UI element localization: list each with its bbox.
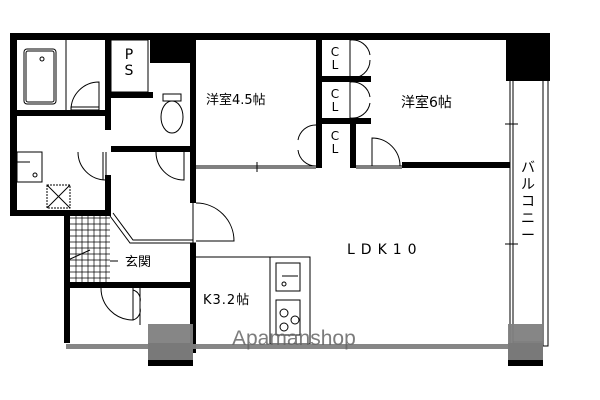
balcony-char: コ <box>521 194 535 210</box>
ps-label: P S <box>122 47 136 79</box>
closet-char-c: C <box>330 87 340 101</box>
room-label-western-4-5: 洋室4.5帖 <box>206 93 266 108</box>
room-label-kitchen: K3.2帖 <box>203 293 251 308</box>
watermark-band <box>66 324 543 360</box>
room-label-ldk: LDK10 <box>347 242 423 258</box>
closet-label-3: C L <box>329 130 341 156</box>
closet-char-c: C <box>330 45 340 59</box>
room-label-western-6: 洋室6帖 <box>401 95 452 111</box>
room-label-balcony: バ ル コ ニ ー <box>520 160 536 245</box>
balcony-char: ー <box>521 228 535 244</box>
closet-char-l: L <box>331 58 339 72</box>
closet-char-l: L <box>331 142 339 156</box>
balcony-char: バ <box>521 160 535 176</box>
closet-label-1: C L <box>329 46 341 72</box>
thin-lines <box>16 39 549 347</box>
room-label-entrance: 玄関 <box>125 255 152 270</box>
ps-char-p: P <box>124 47 134 63</box>
closet-char-c: C <box>330 129 340 143</box>
watermark-logo: Apamanshop <box>232 327 356 350</box>
stove-burners <box>279 308 300 332</box>
closet-label-2: C L <box>329 88 341 114</box>
balcony-char: ニ <box>521 211 535 227</box>
ps-char-s: S <box>124 63 134 79</box>
closet-char-l: L <box>331 100 339 114</box>
balcony-char: ル <box>521 177 535 193</box>
